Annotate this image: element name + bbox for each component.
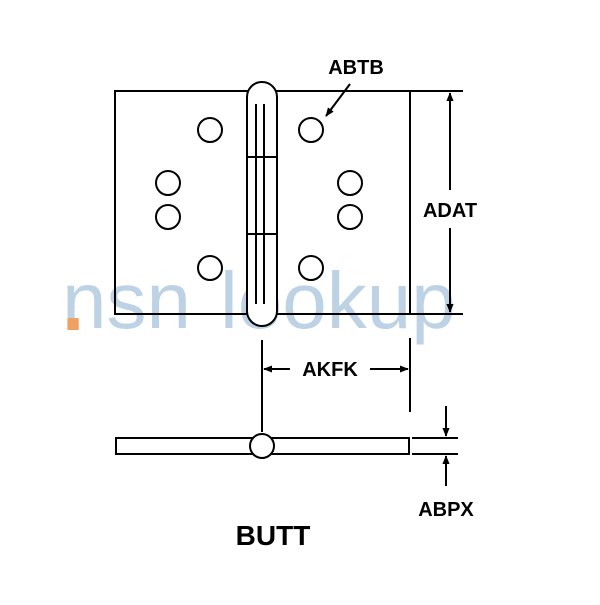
watermark-prefix: nsn [62,256,191,345]
hinge-front-view [114,81,411,327]
hole-diameter-label: ABTB [328,57,384,79]
height-label: ADAT [423,200,477,222]
screw-hole [298,117,324,143]
hinge-knuckle [246,81,278,327]
hinge-side-pin [249,433,275,459]
screw-hole [197,117,223,143]
width-label: AKFK [302,359,358,381]
screw-hole [337,204,363,230]
hinge-side-view [115,433,410,459]
screw-hole [155,170,181,196]
watermark-dot: . [62,258,84,347]
diagram-caption: BUTT [236,520,311,551]
screw-hole [155,204,181,230]
screw-hole [197,255,223,281]
screw-hole [337,170,363,196]
hole-dimension: ABTB [325,57,384,117]
thickness-label: ABPX [418,499,474,521]
height-dimension [410,90,463,315]
hole-leader-arrow [325,83,351,117]
screw-hole [298,255,324,281]
thickness-dimension [412,406,458,486]
width-dimension [261,338,411,432]
